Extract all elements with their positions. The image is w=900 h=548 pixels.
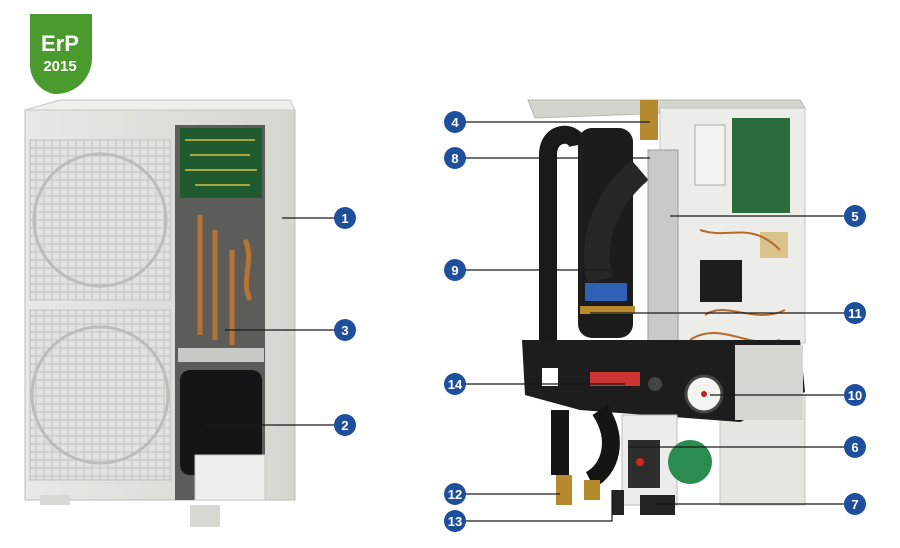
- pump-connectors: [640, 495, 675, 515]
- indoor-transformer: [700, 260, 742, 302]
- pump-motor: [668, 440, 712, 484]
- callout-line-13: [463, 490, 613, 522]
- indoor-control-board: [732, 118, 790, 213]
- outlet-fitting: [584, 480, 600, 500]
- pipe-bracket: [178, 348, 264, 362]
- callout-4: 4: [444, 111, 466, 133]
- flow-sensor: [585, 283, 627, 301]
- erp-badge-year: 2015: [43, 58, 76, 75]
- erp-badge-shape: [29, 14, 92, 94]
- callout-lines: [205, 121, 845, 522]
- callout-14: 14: [444, 373, 466, 395]
- control-buttons: [590, 372, 640, 386]
- lower-fan-ring: [30, 325, 170, 465]
- callout-6: 6: [844, 436, 866, 458]
- callout-number: 14: [448, 377, 463, 392]
- pump-control-box: [628, 440, 660, 488]
- control-board: [180, 128, 262, 198]
- callout-number: 1: [341, 211, 348, 226]
- compressor: [180, 370, 262, 475]
- callout-5: 5: [844, 205, 866, 227]
- insulated-pipe-left: [539, 125, 587, 340]
- callout-11: 11: [844, 302, 866, 324]
- indoor-unit: [522, 99, 806, 515]
- insulated-pipe-diagonal: [584, 160, 649, 284]
- terminal-cover: [194, 454, 266, 501]
- callout-13: 13: [444, 510, 466, 532]
- callout-number: 7: [851, 497, 858, 512]
- callout-7: 7: [844, 493, 866, 515]
- callout-number: 6: [851, 440, 858, 455]
- callout-number: 4: [451, 115, 459, 130]
- control-wiring: [185, 139, 257, 186]
- callout-8: 8: [444, 147, 466, 169]
- front-control-plate: [522, 340, 805, 422]
- lower-pipe-loop: [551, 405, 620, 489]
- callout-number: 13: [448, 514, 462, 529]
- drain-fitting: [612, 490, 624, 515]
- indoor-display: [694, 124, 726, 186]
- gauge-needle-hub: [701, 391, 707, 397]
- front-control-plate-right: [735, 345, 803, 420]
- callout-number: 2: [341, 418, 348, 433]
- refrigerant-piping: [197, 215, 253, 345]
- callout-10: 10: [844, 384, 866, 406]
- callout-number: 8: [451, 151, 458, 166]
- callout-2: 2: [334, 414, 356, 436]
- callout-3: 3: [334, 319, 356, 341]
- outdoor-foot-right: [190, 505, 220, 527]
- main-switch: [542, 368, 558, 386]
- top-air-vent: [640, 100, 658, 140]
- callout-number: 9: [451, 263, 458, 278]
- inlet-fitting: [556, 475, 572, 505]
- electric-heater-rod: [647, 149, 679, 351]
- callout-9: 9: [444, 259, 466, 281]
- outdoor-unit: [24, 99, 296, 527]
- lower-fan-grille: [29, 309, 171, 481]
- outdoor-foot-left: [40, 495, 70, 505]
- callout-number: 3: [341, 323, 348, 338]
- callout-number: 5: [851, 209, 858, 224]
- callout-number: 12: [448, 487, 462, 502]
- erp-badge-title: ErP: [41, 31, 79, 56]
- callout-number: 11: [848, 306, 862, 321]
- outdoor-unit-lid: [24, 99, 296, 111]
- pump-indicator: [636, 458, 644, 466]
- callout-number: 10: [848, 388, 862, 403]
- control-knob: [648, 377, 662, 391]
- callout-12: 12: [444, 483, 466, 505]
- callout-1: 1: [334, 207, 356, 229]
- upper-fan-grille: [29, 139, 171, 301]
- upper-fan-ring: [32, 152, 168, 288]
- erp-badge: ErP 2015: [29, 14, 92, 94]
